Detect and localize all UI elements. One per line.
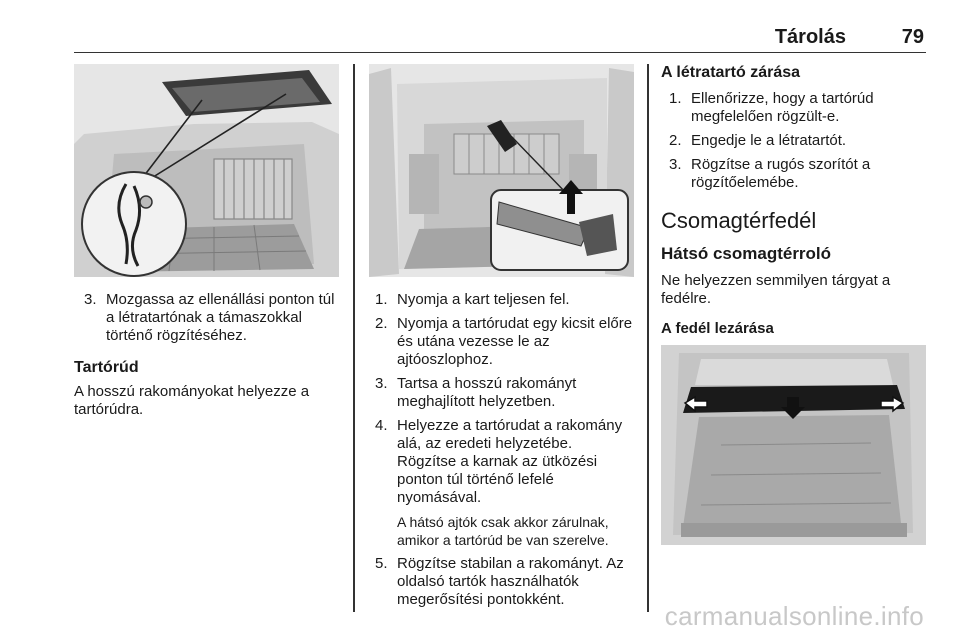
intro-text: Ne helyezzen semmilyen tárgyat a fedélre…: [661, 272, 891, 307]
note-text: A hátsó ajtók csak akkor zárulnak, amiko…: [397, 514, 609, 548]
step-item: 1. Ellenőrizze, hogy a tartórúd megfelel…: [669, 90, 926, 126]
step-item: 3. Rögzítse a rugós szorítót a rögzítőel…: [669, 156, 926, 192]
ladder-rack-illustration: [74, 64, 339, 277]
step-text: Nyomja a tartórudat egy kicsit előre és …: [397, 315, 633, 368]
step-item: 2. Nyomja a tartórudat egy kicsit előre …: [375, 315, 634, 369]
step-text: Engedje le a létratartót.: [691, 132, 847, 149]
step-text: Rögzítse a rugós szorítót a rögzítőelemé…: [691, 156, 871, 191]
column-3: A létratartó zárása 1. Ellenőrizze, hogy…: [661, 64, 926, 545]
section-title-csomagterfedel: Csomagtérfedél: [661, 208, 817, 233]
figure-title: A fedél lezárása: [661, 320, 774, 337]
step-number: 1.: [669, 90, 682, 107]
step-text: Nyomja a kart teljesen fel.: [397, 291, 570, 308]
intro-text: A hosszú rakományokat helyezze a tartórú…: [74, 383, 310, 418]
step-number: 3.: [375, 375, 388, 392]
step-item: 1. Nyomja a kart teljesen fel.: [375, 291, 634, 309]
step-text: Helyezze a tartórudat a rakomány alá, az…: [397, 417, 623, 506]
watermark: carmanualsonline.info: [664, 601, 924, 631]
step-item: 3. Mozgassa az ellenállási ponton túl a …: [84, 291, 339, 345]
step-text: Rögzítse stabilan a rakományt. Az oldals…: [397, 555, 624, 608]
cover-closing-illustration: [661, 345, 926, 545]
step-item: 4. Helyezze a tartórudat a rakomány alá,…: [375, 417, 634, 507]
step-item: 3. Tartsa a hosszú rakományt meghajlítot…: [375, 375, 634, 411]
section-title-tartorud: Tartórúd: [74, 359, 139, 376]
step-text: Mozgassa az ellenállási ponton túl a lét…: [106, 291, 335, 344]
column-1: 3. Mozgassa az ellenállási ponton túl a …: [74, 64, 339, 419]
page-number: 79: [901, 26, 924, 48]
column-divider: [647, 64, 649, 612]
step-item: 2. Engedje le a létratartót.: [669, 132, 926, 150]
column-2: 1. Nyomja a kart teljesen fel. 2. Nyomja…: [369, 64, 634, 615]
step-number: 2.: [669, 132, 682, 149]
step-number: 4.: [375, 417, 388, 434]
step-text: Ellenőrizze, hogy a tartórúd megfelelően…: [691, 90, 874, 125]
column-divider: [353, 64, 355, 612]
step-number: 3.: [84, 291, 97, 308]
step-number: 2.: [375, 315, 388, 332]
section-title-letratarto: A létratartó zárása: [661, 64, 801, 81]
step-number: 3.: [669, 156, 682, 173]
step-item: 5. Rögzítse stabilan a rakományt. Az old…: [375, 555, 634, 609]
step-text: Tartsa a hosszú rakományt meghajlított h…: [397, 375, 577, 410]
carrier-bar-illustration: [369, 64, 634, 277]
page-header: Tárolás 79: [74, 22, 926, 53]
page-title: Tárolás: [774, 26, 846, 48]
step-number: 5.: [375, 555, 388, 572]
subsection-title: Hátsó csomagtérroló: [661, 244, 832, 263]
step-number: 1.: [375, 291, 388, 308]
